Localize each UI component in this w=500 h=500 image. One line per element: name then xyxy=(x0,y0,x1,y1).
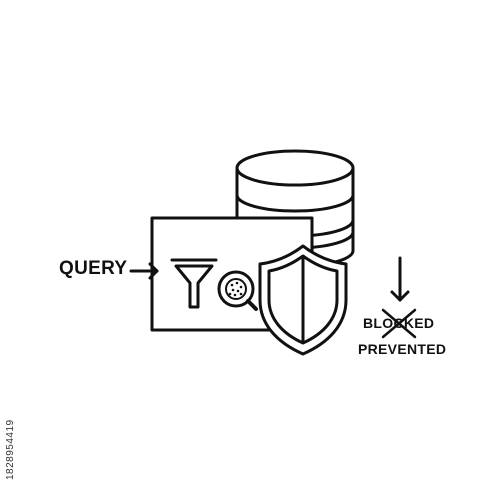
arrow-down-icon xyxy=(390,256,410,302)
arrow-right-icon xyxy=(129,262,159,280)
side-code-label: 1828954419 xyxy=(5,419,16,480)
shield-icon xyxy=(258,244,348,356)
prevented-label: PREVENTED xyxy=(358,341,447,357)
query-label: QUERY xyxy=(59,258,128,279)
blocked-label: BLOCKED xyxy=(363,315,435,331)
cross-mark-icon xyxy=(381,308,417,339)
filter-funnel-icon xyxy=(170,258,218,309)
magnifier-icon xyxy=(217,270,258,311)
